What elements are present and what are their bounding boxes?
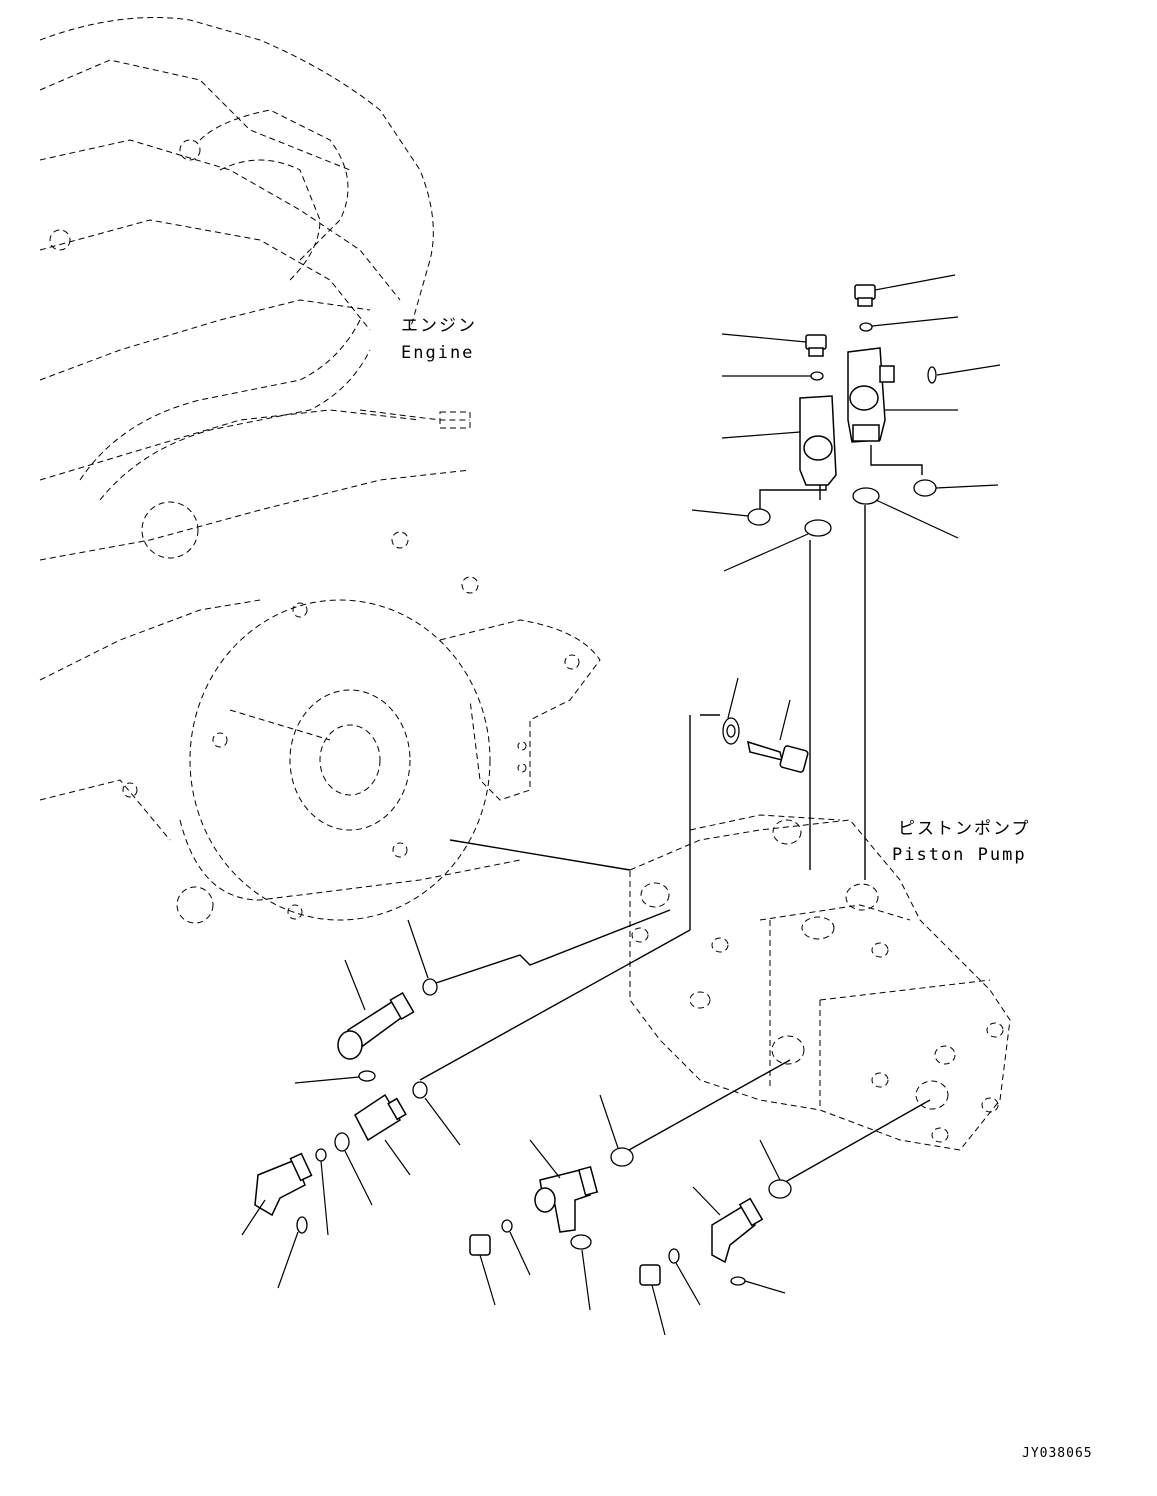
engine-label-en: Engine [401,343,475,363]
upper-fittings [691,274,1001,773]
pump-label-jp: ピストンポンプ [898,819,1031,839]
piston-pump-assembly [629,814,1011,1151]
lower-fittings [241,919,792,1336]
pump-label-en: Piston Pump [892,845,1027,865]
engine-label-jp: エンジン [401,316,477,336]
connection-lines [419,445,931,1186]
drawing-code: JY038065 [1022,1446,1093,1461]
engine-assembly [39,17,601,924]
